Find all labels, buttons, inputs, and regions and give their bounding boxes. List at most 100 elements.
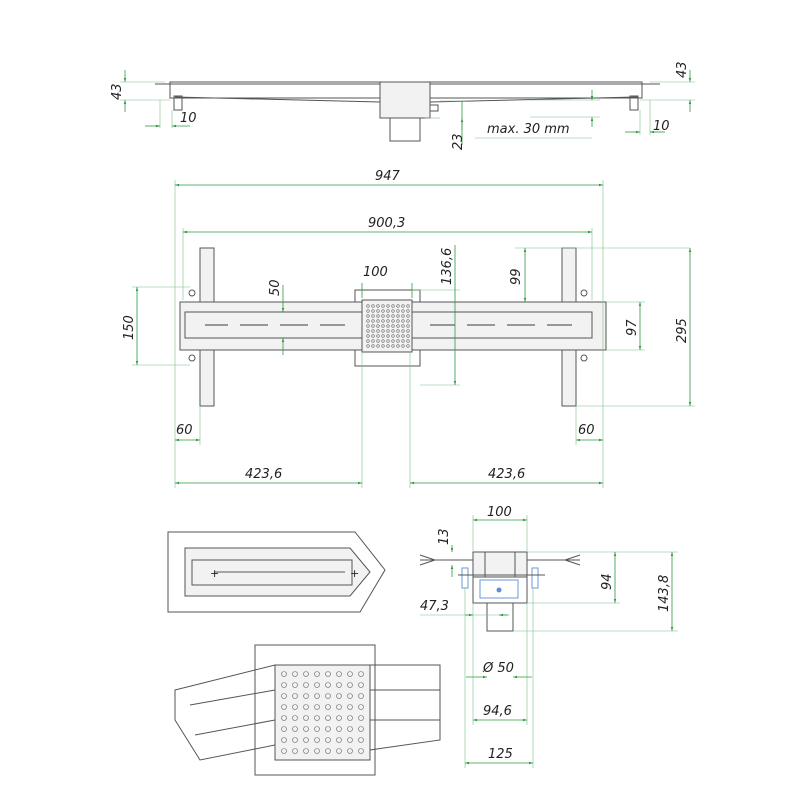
grate-hole [376, 309, 380, 313]
svg-text:+: + [350, 567, 359, 580]
grate-hole [358, 726, 364, 732]
grate-hole [314, 682, 320, 688]
dim-channel-width: 97 [625, 319, 640, 336]
grate-hole [371, 339, 375, 343]
grate-hole [303, 693, 309, 699]
dim-end-right: 60 [578, 423, 595, 438]
grate-hole [381, 329, 385, 333]
grate-hole [396, 319, 400, 323]
dim-outer-width: 125 [488, 747, 513, 762]
grate-hole [366, 319, 370, 323]
grate-hole [314, 726, 320, 732]
dim-half-right: 423,6 [488, 467, 525, 482]
grate-hole [314, 693, 320, 699]
grate-hole [386, 344, 390, 348]
grate-hole [366, 329, 370, 333]
dim-total-height: 143,8 [657, 575, 672, 612]
grate-hole [292, 726, 298, 732]
grate-hole [376, 304, 380, 308]
grate-hole [371, 309, 375, 313]
dim-offset: 47,3 [420, 599, 449, 614]
grate-hole [325, 748, 331, 754]
grate-hole [401, 344, 405, 348]
dim-height-right: 43 [675, 61, 690, 78]
grate-hole [391, 329, 395, 333]
grate-hole [376, 314, 380, 318]
grate-hole [381, 304, 385, 308]
grate-hole [406, 334, 410, 338]
dim-end-left: 60 [176, 423, 193, 438]
dim-outlet-offset: 136,6 [440, 248, 455, 285]
grate-hole [303, 715, 309, 721]
outlet-box [379, 81, 431, 119]
grate-hole [406, 319, 410, 323]
grate-hole [406, 344, 410, 348]
grate-hole [292, 737, 298, 743]
section-pipe [486, 602, 514, 632]
grate-hole [401, 324, 405, 328]
grate-hole [358, 682, 364, 688]
grate-hole [371, 329, 375, 333]
dim-adjust-range: max. 30 mm [487, 122, 570, 137]
grate-hole [406, 324, 410, 328]
grate-hole [325, 737, 331, 743]
grate-hole [401, 339, 405, 343]
grate-hole [406, 304, 410, 308]
grate-hole [281, 726, 287, 732]
dim-grate-width: 50 [268, 279, 283, 296]
grate-hole [406, 314, 410, 318]
foot-left [171, 95, 185, 111]
grate-hole [386, 314, 390, 318]
grate-hole [381, 319, 385, 323]
grate-hole [396, 314, 400, 318]
grate-hole [303, 671, 309, 677]
grate-hole [371, 319, 375, 323]
grate-hole [336, 726, 342, 732]
grate-hole [391, 324, 395, 328]
detail-channel-end: ++ [167, 531, 386, 613]
grate-hole [292, 693, 298, 699]
grate-hole [376, 319, 380, 323]
grate-hole [314, 715, 320, 721]
grate-hole [347, 737, 353, 743]
grate-hole [366, 334, 370, 338]
grate-hole [314, 737, 320, 743]
grate-hole [281, 693, 287, 699]
grate-hole [371, 314, 375, 318]
dim-foot-left: 10 [180, 111, 197, 126]
grate-hole [386, 319, 390, 323]
square-grate [361, 299, 413, 353]
dim-overall-width: 295 [675, 318, 690, 343]
grate-hole [325, 693, 331, 699]
grate-hole [376, 329, 380, 333]
grate-hole [281, 704, 287, 710]
grate-hole [281, 737, 287, 743]
grate-hole [325, 682, 331, 688]
grate-hole [366, 324, 370, 328]
grate-hole [325, 704, 331, 710]
grate-hole [406, 329, 410, 333]
grate-hole [386, 329, 390, 333]
grate-hole [366, 309, 370, 313]
grate-hole [325, 671, 331, 677]
svg-text:+: + [210, 567, 219, 580]
grate-hole [303, 704, 309, 710]
grate-hole [292, 748, 298, 754]
section-view: 100 13 94 143,8 47,3 Ø 50 94,6 125 [419, 505, 678, 768]
outlet-pipe [389, 117, 421, 142]
foot-right [627, 95, 641, 111]
grate-hole [381, 344, 385, 348]
grate-hole [376, 344, 380, 348]
grate-detail [274, 664, 371, 761]
side-view: 43 43 10 10 23 max. 30 mm [110, 61, 695, 150]
grate-hole [381, 314, 385, 318]
screw-icon [580, 289, 588, 297]
grate-holes [366, 304, 410, 348]
grate-hole [371, 344, 375, 348]
grate-hole [401, 319, 405, 323]
dim-half-left: 423,6 [245, 467, 282, 482]
grate-hole [314, 671, 320, 677]
grate-hole [358, 715, 364, 721]
center-mark-icon [496, 587, 502, 593]
